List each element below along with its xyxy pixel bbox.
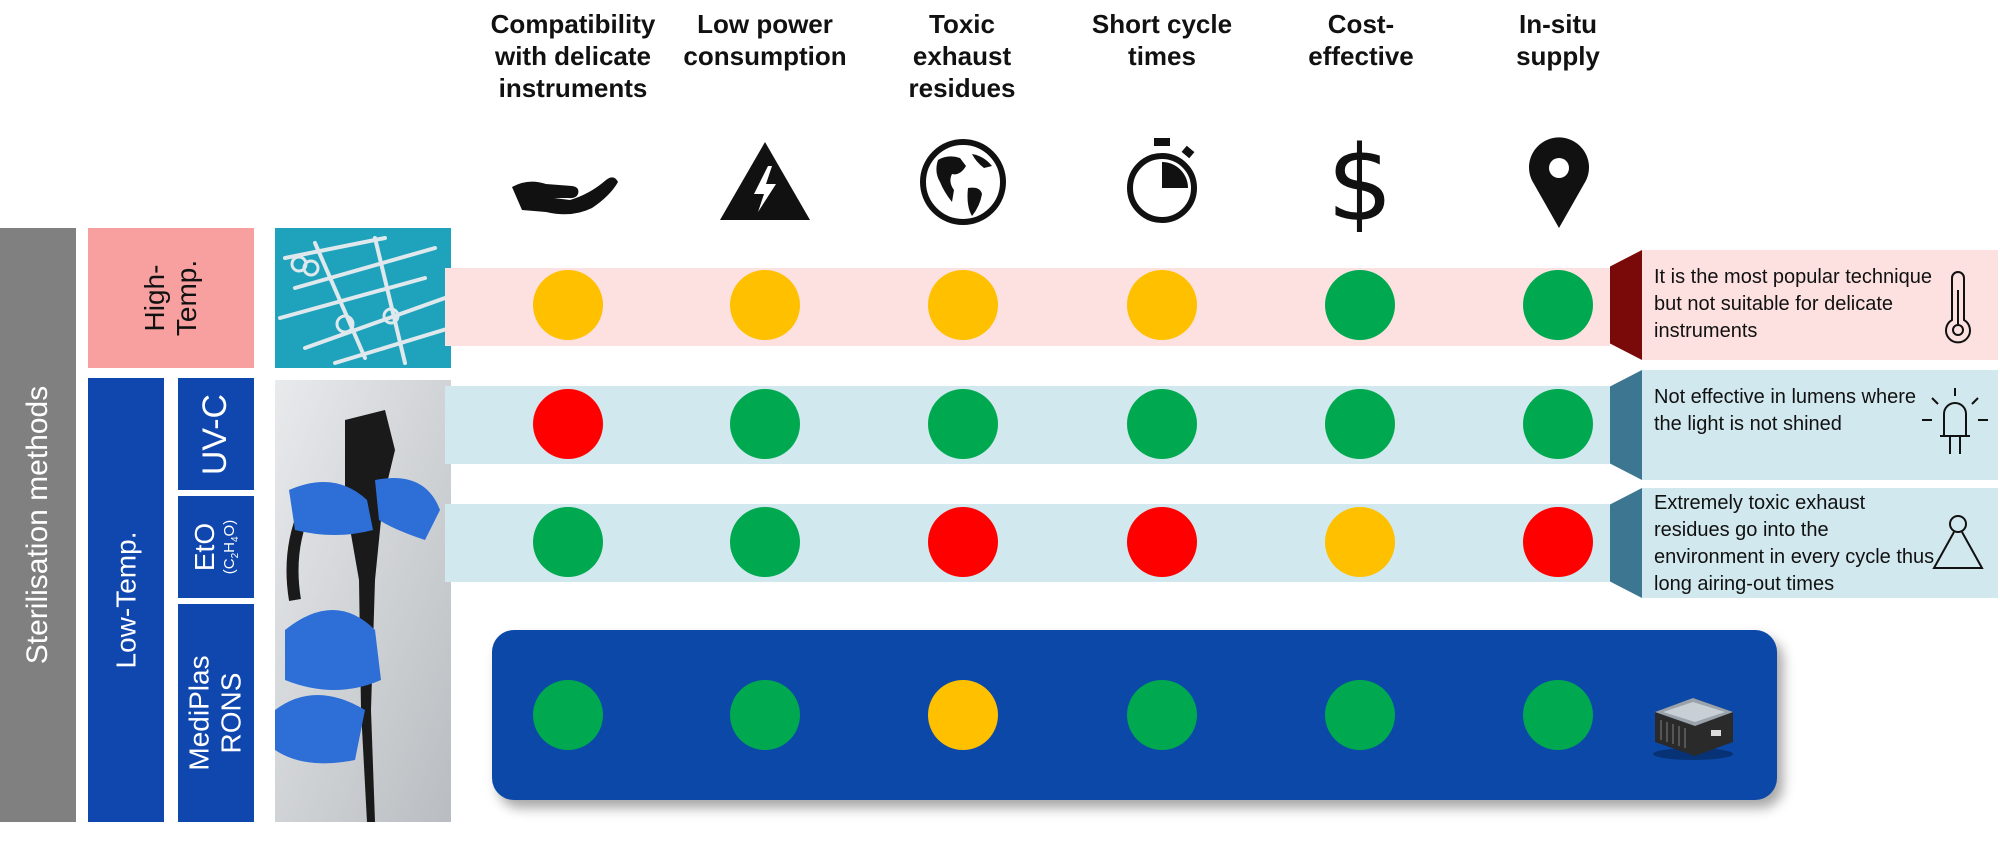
high-temp-label: High- Temp.: [139, 259, 202, 337]
rating-dot-green: [1523, 270, 1593, 340]
eto-note-tab: [1610, 488, 1642, 598]
rating-dot-green: [1325, 270, 1395, 340]
rating-dot-green: [730, 389, 800, 459]
mediplas-label-box: MediPlas RONS: [178, 604, 254, 822]
rating-dot-green: [1127, 389, 1197, 459]
rating-dot-red: [533, 389, 603, 459]
rating-dot-yellow: [533, 270, 603, 340]
eto-label-box: EtO (C2H4O): [178, 496, 254, 598]
high-temp-note-tab: [1610, 250, 1642, 360]
rating-dot-red: [928, 507, 998, 577]
column-header-compatibility: Compatibility with delicate instruments: [490, 9, 656, 103]
flask-icon: [1932, 515, 1984, 569]
surgical-instruments-photo: [275, 228, 451, 368]
column-header-toxic: Toxic exhaust residues: [908, 9, 1016, 103]
endoscope-photo: [275, 380, 451, 822]
power-warning-icon: [720, 142, 810, 220]
sterilisation-methods-label: Sterilisation methods: [21, 385, 54, 665]
uv-lamp-icon: [1922, 388, 1988, 454]
high-temp-label-box: High- Temp.: [88, 228, 254, 368]
uvc-note: Not effective in lumens where the light …: [1642, 370, 1998, 480]
rating-dot-green: [533, 680, 603, 750]
globe-icon: [920, 139, 1006, 225]
dollar-icon: $: [1327, 132, 1393, 232]
low-temp-label: Low-Temp.: [110, 531, 141, 669]
rating-dot-green: [1325, 680, 1395, 750]
mediplas-label: MediPlas RONS: [184, 655, 248, 771]
location-pin-icon: [1529, 137, 1589, 228]
high-temp-band: [445, 268, 1610, 346]
column-header-cost: Cost- effective: [1308, 9, 1414, 71]
thermometer-icon: [1945, 271, 1971, 344]
eto-formula: (C2H4O): [221, 519, 241, 575]
rating-dot-green: [928, 389, 998, 459]
rating-dot-yellow: [928, 270, 998, 340]
svg-text:$: $: [1327, 132, 1393, 232]
uvc-label-box: UV-C: [178, 378, 254, 490]
eto-label-group: EtO (C2H4O): [189, 519, 241, 575]
rating-dot-green: [1523, 680, 1593, 750]
low-temp-label-box: Low-Temp.: [88, 378, 164, 822]
eto-note-text: Extremely toxic exhaust residues go into…: [1654, 492, 1935, 595]
uvc-note-tab: [1610, 370, 1642, 480]
rating-dot-red: [1127, 507, 1197, 577]
device-icon: [1653, 698, 1733, 760]
uvc-note-text: Not effective in lumens where the light …: [1654, 386, 1916, 435]
hand-icon: [512, 177, 618, 215]
high-temp-note: It is the most popular technique but not…: [1642, 250, 1998, 360]
sterilisation-methods-bar: Sterilisation methods: [0, 228, 76, 822]
rating-dot-yellow: [928, 680, 998, 750]
eto-note: Extremely toxic exhaust residues go into…: [1642, 488, 1998, 598]
rating-dot-green: [730, 507, 800, 577]
rating-dot-yellow: [1325, 507, 1395, 577]
rating-dot-yellow: [1127, 270, 1197, 340]
eto-label: EtO: [189, 522, 220, 572]
uvc-label: UV-C: [196, 393, 235, 475]
high-temp-note-text: It is the most popular technique but not…: [1654, 266, 1932, 342]
rating-dot-green: [730, 680, 800, 750]
rating-dot-red: [1523, 507, 1593, 577]
stopwatch-icon: [1127, 138, 1197, 223]
eto-band: [445, 504, 1610, 582]
rating-dot-green: [1325, 389, 1395, 459]
rating-dot-green: [1523, 389, 1593, 459]
rating-dot-yellow: [730, 270, 800, 340]
rating-dot-green: [1127, 680, 1197, 750]
column-header-cycle: Short cycle times: [1091, 9, 1233, 71]
uvc-band: [445, 386, 1610, 464]
column-header-insitu: In-situ supply: [1516, 9, 1600, 71]
rating-dot-green: [533, 507, 603, 577]
column-header-power: Low power consumption: [683, 9, 847, 71]
